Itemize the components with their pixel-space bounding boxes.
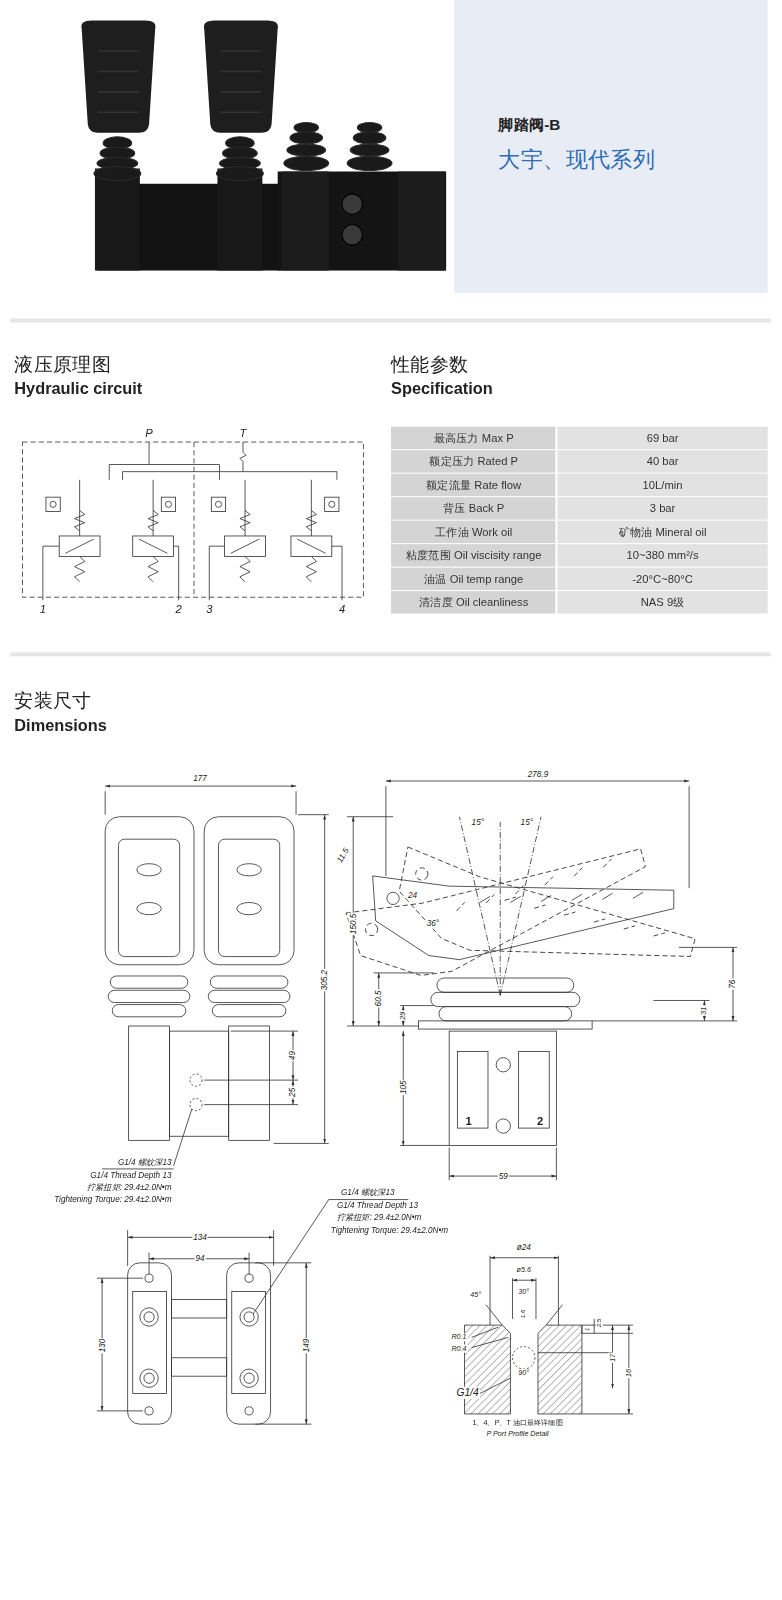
dimension-value: 16 (625, 1368, 633, 1378)
dimension-value: 1.6 (520, 1309, 527, 1320)
side-view (346, 781, 737, 1180)
port-name: P (145, 426, 152, 439)
angle-value: 90° (517, 1369, 530, 1377)
radius-value: R0.4 (450, 1345, 467, 1353)
dimension-value: ø5.6 (516, 1266, 532, 1274)
section-heading: Dimensions (14, 716, 107, 735)
table-cell: 粘度范围 Oil viscisity range (406, 549, 541, 562)
table-cell: 清洁度 Oil cleanliness (419, 596, 528, 609)
table-cell: 矿物油 Mineral oil (619, 525, 707, 538)
table-cell: -20°C~80°C (632, 572, 692, 585)
spec-table (391, 427, 768, 614)
callout-note: Tightening Torque: 29.4±2.0N•m (54, 1195, 171, 1204)
dimension-value: 105 (399, 1079, 408, 1095)
dimension-value: 76 (728, 979, 737, 990)
table-cell: NAS 9级 (641, 596, 685, 609)
section-heading: Specification (391, 380, 493, 399)
product-title: 脚踏阀-B (498, 116, 560, 134)
port-name: 3 (206, 603, 212, 616)
radius-value: R0.1 (450, 1333, 467, 1341)
dimension-value: 17 (608, 1353, 616, 1363)
section-heading: 液压原理图 (14, 353, 111, 375)
dimension-value: 130 (97, 1338, 106, 1354)
table-cell: 工作油 Work oil (435, 525, 512, 538)
dimension-value: ø24 (516, 1243, 532, 1252)
dimension-value: 278.9 (527, 770, 549, 779)
detail-caption: P Port Profile Detail (486, 1430, 550, 1438)
callout-note: 拧紧扭矩: 29.4±2.0N•m (87, 1183, 172, 1192)
dimension-value: 94 (195, 1254, 206, 1263)
dimension-value: 11.5 (335, 846, 352, 866)
port-name: 1 (40, 603, 46, 616)
callout-note: G1/4 螺纹深13 (118, 1158, 172, 1167)
series-subtitle: 大宇、现代系列 (498, 146, 655, 172)
callout-note: G1/4 Thread Depth 13 (90, 1170, 171, 1179)
dimension-value: 31 (700, 1006, 708, 1016)
callout-note: G1/4 螺纹深13 (341, 1188, 395, 1197)
callout-note: G1/4 Thread Depth 13 (337, 1201, 418, 1210)
angle-value: 15° (471, 818, 485, 827)
section-heading: Hydraulic circuit (14, 380, 142, 399)
dimension-value: 134 (192, 1233, 208, 1242)
dimension-value: 1 (584, 1326, 591, 1331)
thread-size: G1/4 (455, 1387, 479, 1399)
section-heading: 性能参数 (391, 353, 469, 375)
angle-value: 15° (520, 818, 534, 827)
dimension-value: 49 (288, 1050, 297, 1061)
table-cell: 69 bar (647, 432, 679, 445)
port-name: 2 (176, 603, 182, 616)
dimension-value: 149 (302, 1338, 311, 1354)
port-name: T (240, 426, 247, 439)
detail-caption: 1、4、P、T 油口最终详细图 (472, 1419, 562, 1427)
angle-value: 45° (469, 1290, 482, 1298)
table-cell: 10L/min (643, 478, 683, 491)
hydraulic-circuit (22, 442, 363, 600)
callout-note: 拧紧扭矩: 29.4±2.0N•m (337, 1213, 422, 1222)
port-number: 2 (537, 1114, 543, 1127)
dimension-value: 150.5 (349, 913, 358, 935)
dimension-value: 2.5 (596, 1318, 603, 1329)
section-heading: 安装尺寸 (14, 689, 92, 711)
product-photo (81, 20, 446, 270)
table-cell: 10~380 mm²/s (627, 549, 699, 562)
angle-value: 36° (426, 919, 440, 928)
table-cell: 40 bar (647, 455, 679, 468)
table-cell: 额定流量 Rate flow (426, 478, 521, 491)
table-cell: 最高压力 Max P (434, 432, 514, 445)
table-cell: 背压 Back P (443, 502, 504, 515)
port-detail (465, 1256, 633, 1414)
angle-value: 30° (517, 1288, 530, 1296)
dimension-value: 29 (399, 1011, 407, 1021)
table-cell: 3 bar (650, 502, 676, 515)
callout-note: Tightening Torque: 29.4±2.0N•m (331, 1225, 448, 1234)
table-cell: 额定压力 Rated P (429, 455, 518, 468)
dimension-value: 24 (407, 891, 418, 900)
dimension-value: 305.2 (320, 969, 329, 991)
dimension-value: 59 (498, 1171, 509, 1180)
dimension-value: 25 (288, 1087, 297, 1098)
table-cell: 油温 Oil temp range (424, 572, 523, 585)
port-name: 4 (339, 603, 345, 616)
dimension-value: 177 (192, 774, 208, 783)
dimension-value: 60.5 (374, 989, 383, 1007)
front-view (102, 786, 329, 1169)
port-number: 1 (465, 1114, 471, 1127)
header-panels (10, 0, 771, 656)
